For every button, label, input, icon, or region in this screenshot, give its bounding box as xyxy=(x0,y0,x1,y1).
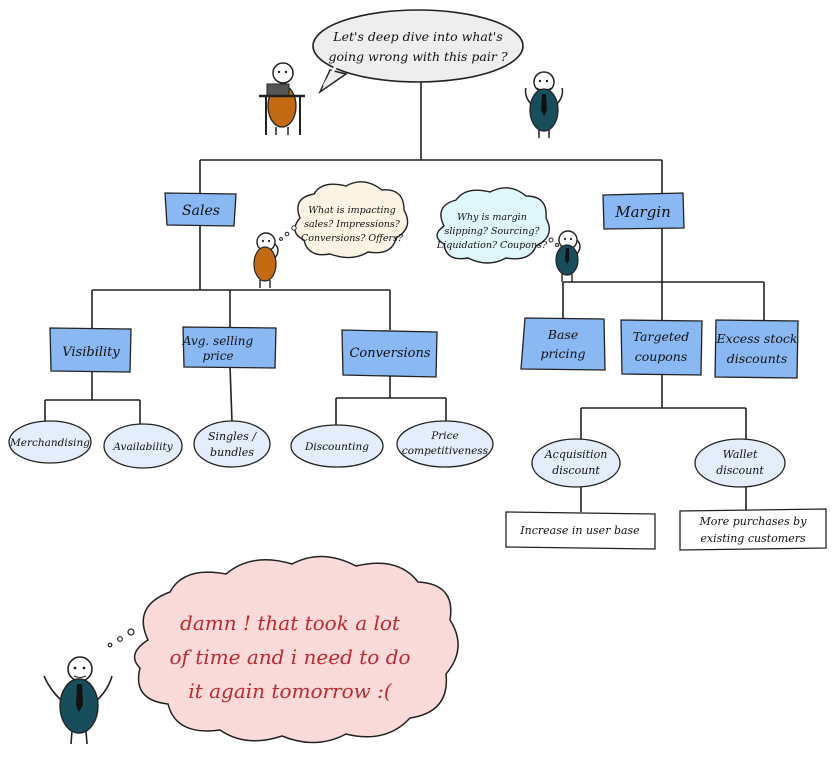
node-wallet-line1: Wallet xyxy=(723,448,758,461)
node-base-pricing: Base pricing xyxy=(520,317,606,371)
node-margin: Margin xyxy=(602,192,685,230)
node-visibility-label: Visibility xyxy=(62,345,120,360)
connectors xyxy=(44,72,765,512)
node-increase-user-base: Increase in user base xyxy=(505,511,656,550)
node-visibility: Visibility xyxy=(49,327,132,373)
node-asp-line1: Avg. selling xyxy=(182,334,254,348)
thought-margin-line3: Liquidation? Coupons? xyxy=(436,240,548,251)
node-singles-bundles: Singles / bundles xyxy=(193,420,271,468)
speech-top-line2: going wrong with this pair ? xyxy=(328,49,507,64)
node-base-pricing-line2: pricing xyxy=(540,346,585,361)
teal-figure-bottom-icon xyxy=(43,656,113,745)
thought-bottom-line3: it again tomorrow :( xyxy=(188,679,393,703)
node-excess-stock-line2: discounts xyxy=(727,351,787,366)
figure-at-desk-icon xyxy=(259,62,305,135)
node-singles-line1: Singles / xyxy=(208,430,257,443)
node-merchandising: Merchandising xyxy=(8,420,92,464)
node-asp-line2: price xyxy=(202,349,233,363)
thought-sales-line1: What is impacting xyxy=(308,205,396,216)
node-availability-label: Availability xyxy=(112,441,173,453)
node-conversions: Conversions xyxy=(341,329,438,378)
thought-sales-line2: sales? Impressions? xyxy=(304,219,401,230)
thought-bottom-line1: damn ! that took a lot xyxy=(180,611,401,635)
node-avg-selling-price: Avg. selling price xyxy=(182,326,277,369)
node-more-purchases-line2: existing customers xyxy=(700,532,806,545)
node-merchandising-label: Merchandising xyxy=(9,437,90,449)
node-singles-line2: bundles xyxy=(210,446,254,459)
node-targeted-coupons: Targeted coupons xyxy=(620,319,703,376)
node-availability: Availability xyxy=(103,423,183,469)
thought-margin-line2: slipping? Sourcing? xyxy=(444,226,540,237)
node-conversions-label: Conversions xyxy=(349,346,430,361)
node-price-comp-line2: competitiveness xyxy=(402,445,489,457)
node-increase-user-base-label: Increase in user base xyxy=(519,524,640,537)
node-margin-label: Margin xyxy=(614,203,671,221)
thought-bottom-line2: of time and i need to do xyxy=(169,645,410,669)
node-targeted-coupons-line2: coupons xyxy=(635,349,688,364)
node-wallet-line2: discount xyxy=(716,464,764,477)
node-more-purchases: More purchases by existing customers xyxy=(679,508,827,551)
thought-sales-line3: Conversions? Offers? xyxy=(301,233,404,244)
node-excess-stock-discounts: Excess stock discounts xyxy=(714,319,799,379)
node-discounting-label: Discounting xyxy=(304,441,369,453)
node-base-pricing-line1: Base xyxy=(547,327,578,342)
node-discounting: Discounting xyxy=(290,424,384,468)
node-price-comp-line1: Price xyxy=(430,430,459,442)
node-sales: Sales xyxy=(164,192,237,227)
speech-top-line1: Let's deep dive into what's xyxy=(332,29,502,44)
node-wallet-discount: Wallet discount xyxy=(694,438,786,488)
thought-cloud-sales: What is impacting sales? Impressions? Co… xyxy=(279,181,409,259)
orange-figure-thinking-icon xyxy=(253,232,279,288)
thought-margin-line1: Why is margin xyxy=(457,212,527,223)
node-targeted-coupons-line1: Targeted xyxy=(633,329,690,344)
thought-cloud-bottom: damn ! that took a lot of time and i nee… xyxy=(107,555,459,744)
node-more-purchases-line1: More purchases by xyxy=(699,515,808,528)
thought-cloud-margin: Why is margin slipping? Sourcing? Liquid… xyxy=(436,187,559,264)
node-excess-stock-line1: Excess stock xyxy=(716,331,798,346)
node-acq-line2: discount xyxy=(552,464,600,477)
teal-figure-thinking-icon xyxy=(555,230,581,282)
node-price-competitiveness: Price competitiveness xyxy=(396,420,494,468)
node-sales-label: Sales xyxy=(182,203,220,219)
teal-figure-top-icon xyxy=(524,71,564,138)
node-acquisition-discount: Acquisition discount xyxy=(531,438,621,488)
node-acq-line1: Acquisition xyxy=(544,448,608,461)
speech-bubble-top: Let's deep dive into what's going wrong … xyxy=(312,9,524,95)
